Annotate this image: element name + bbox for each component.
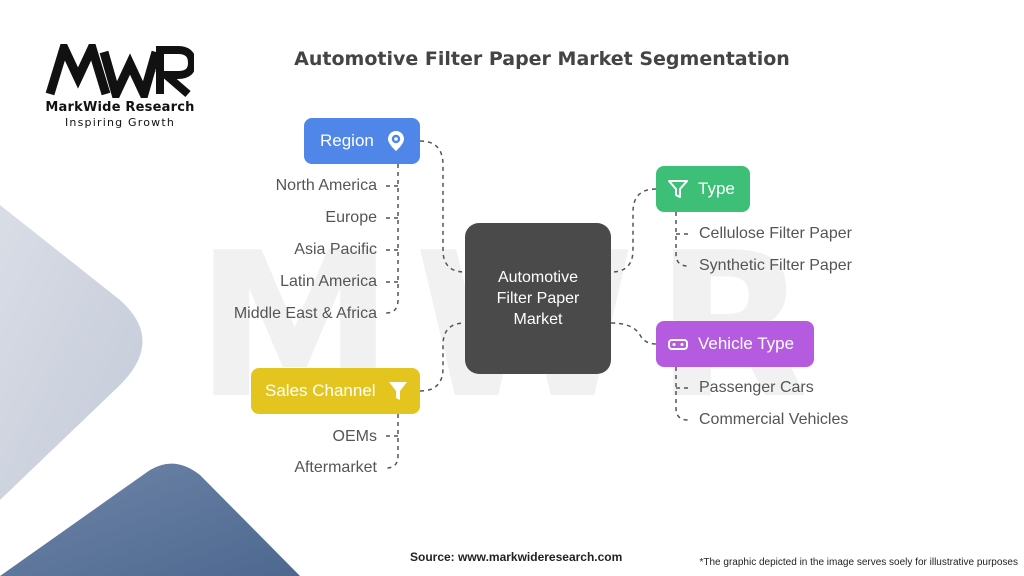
connector-region-center bbox=[419, 140, 466, 273]
region-item: Asia Pacific bbox=[294, 241, 377, 258]
funnel-icon bbox=[389, 382, 407, 400]
category-type: Type bbox=[656, 166, 750, 212]
region-item: Europe bbox=[325, 209, 377, 226]
page-title: Automotive Filter Paper Market Segmentat… bbox=[294, 48, 790, 70]
category-sales-channel-label: Sales Channel bbox=[265, 381, 376, 400]
connector-sales-list bbox=[385, 414, 399, 469]
connector-sales-center bbox=[419, 322, 466, 392]
source-citation: Source: www.markwideresearch.com bbox=[410, 550, 623, 564]
connector-region-list bbox=[385, 164, 399, 314]
brand-logo: MarkWide Research Inspiring Growth bbox=[40, 44, 200, 134]
car-icon bbox=[668, 339, 688, 350]
funnel-icon bbox=[668, 180, 688, 198]
region-item: North America bbox=[275, 177, 377, 194]
type-item: Synthetic Filter Paper bbox=[699, 257, 852, 274]
center-node: Automotive Filter Paper Market bbox=[465, 223, 611, 374]
connector-vehicle-center bbox=[610, 322, 657, 345]
category-sales-channel: Sales Channel bbox=[251, 368, 420, 414]
background-shape-light bbox=[0, 205, 143, 500]
connector-vehicle-list bbox=[675, 367, 689, 421]
sales-channel-item: OEMs bbox=[332, 428, 377, 445]
background-shape-dark bbox=[0, 463, 300, 576]
region-item: Middle East & Africa bbox=[233, 305, 377, 322]
logo-company-name: MarkWide Research bbox=[45, 100, 195, 115]
category-region: Region bbox=[304, 118, 420, 164]
location-gear-icon bbox=[388, 131, 404, 151]
category-type-label: Type bbox=[698, 179, 735, 198]
center-node-label: Automotive Filter Paper Market bbox=[496, 269, 580, 328]
category-vehicle-type: Vehicle Type bbox=[656, 321, 814, 367]
category-region-label: Region bbox=[320, 131, 374, 150]
connector-type-list bbox=[675, 212, 689, 267]
region-item: Latin America bbox=[280, 273, 377, 290]
type-item: Cellulose Filter Paper bbox=[699, 225, 852, 242]
disclaimer-note: *The graphic depicted in the image serve… bbox=[699, 557, 1019, 568]
logo-tagline: Inspiring Growth bbox=[64, 116, 176, 129]
sales-channel-item: Aftermarket bbox=[294, 459, 377, 476]
connector-type-center bbox=[610, 188, 657, 273]
logo-mark bbox=[45, 44, 194, 98]
category-vehicle-type-label: Vehicle Type bbox=[698, 334, 795, 353]
vehicle-type-item: Passenger Cars bbox=[699, 379, 814, 396]
vehicle-type-item: Commercial Vehicles bbox=[699, 411, 849, 428]
